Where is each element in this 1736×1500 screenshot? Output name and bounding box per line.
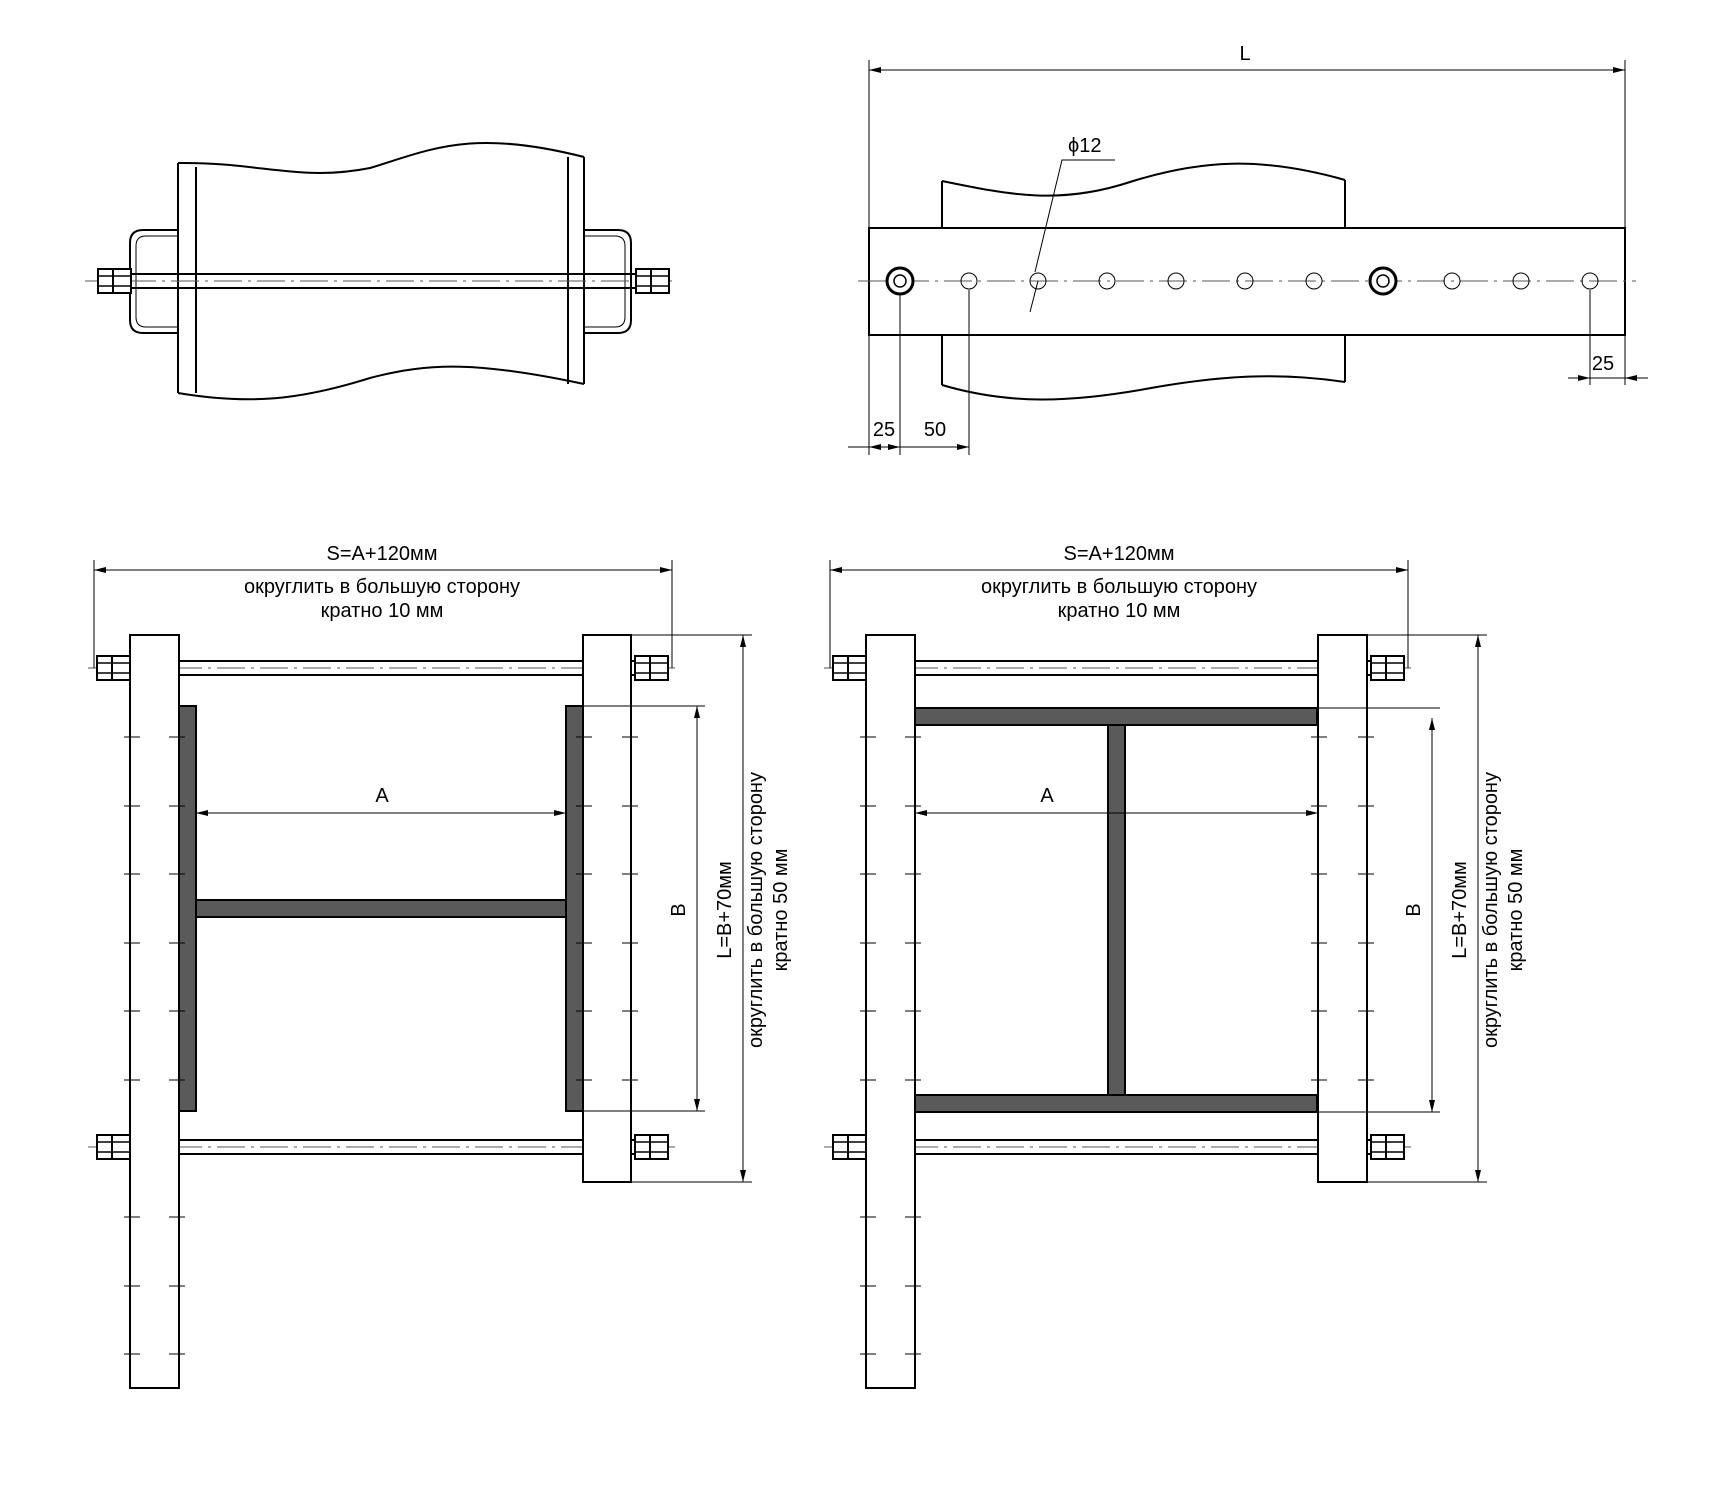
threaded-rod bbox=[100, 273, 668, 289]
dim-a-label-2: A bbox=[1040, 785, 1054, 807]
beam-web bbox=[195, 899, 567, 918]
nut-pair-right bbox=[635, 268, 670, 294]
dimension-s-right: S=A+120мм округлить в большую сторону кр… bbox=[829, 543, 1409, 668]
dimension-a-right: A bbox=[915, 785, 1318, 816]
dim-s-note1-2: округлить в большую сторону bbox=[981, 576, 1257, 598]
beam-flange-top bbox=[913, 707, 1318, 726]
view-bottom-right: S=A+120мм округлить в большую сторону кр… bbox=[824, 543, 1527, 1389]
view-top-right: L ϕ12 25 50 25 bbox=[848, 43, 1648, 455]
plate-tick-marks bbox=[124, 736, 638, 1355]
dim-l-note1: округлить в большую сторону bbox=[745, 772, 767, 1048]
dim-s-label-2: S=A+120мм bbox=[1064, 543, 1175, 565]
dim-s-note1: округлить в большую сторону bbox=[244, 576, 520, 598]
dim-s-note2: кратно 10 мм bbox=[321, 600, 444, 622]
dimension-edge-pitch: 25 50 bbox=[848, 290, 970, 455]
beam-flange-left bbox=[177, 705, 197, 1112]
plate-tick-marks-2 bbox=[860, 736, 1374, 1355]
dim-s-note2-2: кратно 10 мм bbox=[1058, 600, 1181, 622]
dim-a-label: A bbox=[375, 785, 389, 807]
dim-length-label: L bbox=[1239, 43, 1250, 65]
dim-l-note2-2: кратно 50 мм bbox=[1505, 849, 1527, 972]
strip-holes bbox=[960, 272, 1599, 290]
dimension-s-left: S=A+120мм округлить в большую сторону кр… bbox=[93, 543, 673, 668]
dimension-l-right: L=B+70мм округлить в большую сторону кра… bbox=[1367, 634, 1527, 1183]
bolt-head-right bbox=[1368, 266, 1398, 296]
dimension-l: L bbox=[868, 43, 1626, 228]
dim-b-label: B bbox=[668, 903, 690, 916]
dim-hole-label: ϕ12 bbox=[1068, 135, 1101, 157]
bolt-head-left bbox=[885, 266, 915, 296]
view-top-left bbox=[85, 141, 676, 401]
dimension-a-left: A bbox=[196, 785, 566, 816]
dim-l-label: L=B+70мм bbox=[714, 861, 736, 959]
dim-b-label-2: B bbox=[1403, 903, 1425, 916]
clamp-plate-right bbox=[582, 634, 632, 1183]
dim-l-note1-2: округлить в большую сторону bbox=[1480, 772, 1502, 1048]
dim-edge-right-label: 25 bbox=[1592, 353, 1614, 375]
beam-flange-right bbox=[565, 705, 585, 1112]
rod-bottom bbox=[88, 1139, 676, 1155]
beam-flange-bottom bbox=[913, 1094, 1318, 1113]
rod-bottom-2 bbox=[824, 1139, 1412, 1155]
rod-top-2 bbox=[824, 660, 1412, 676]
dimension-edge-right: 25 bbox=[1568, 290, 1648, 385]
pipe-section bbox=[177, 141, 585, 401]
dim-edge-left-label: 25 bbox=[873, 419, 895, 441]
clamp-plate-right-2 bbox=[1317, 634, 1368, 1183]
dim-s-label: S=A+120мм bbox=[327, 543, 438, 565]
beam-web-2 bbox=[1107, 724, 1126, 1096]
dim-pitch-label: 50 bbox=[924, 419, 946, 441]
dimension-b-left: B bbox=[584, 705, 705, 1112]
pipe-behind-strip bbox=[941, 162, 1346, 401]
dimension-l-left: L=B+70мм округлить в большую сторону кра… bbox=[631, 634, 792, 1183]
view-bottom-left: S=A+120мм округлить в большую сторону кр… bbox=[88, 543, 792, 1389]
dim-l-label-2: L=B+70мм bbox=[1449, 861, 1471, 959]
dim-l-note2: кратно 50 мм bbox=[770, 849, 792, 972]
rod-top bbox=[88, 660, 676, 676]
dimension-b-right: B bbox=[1318, 707, 1440, 1113]
dimension-hole: ϕ12 bbox=[1029, 135, 1115, 313]
nut-pair-left bbox=[97, 268, 132, 294]
